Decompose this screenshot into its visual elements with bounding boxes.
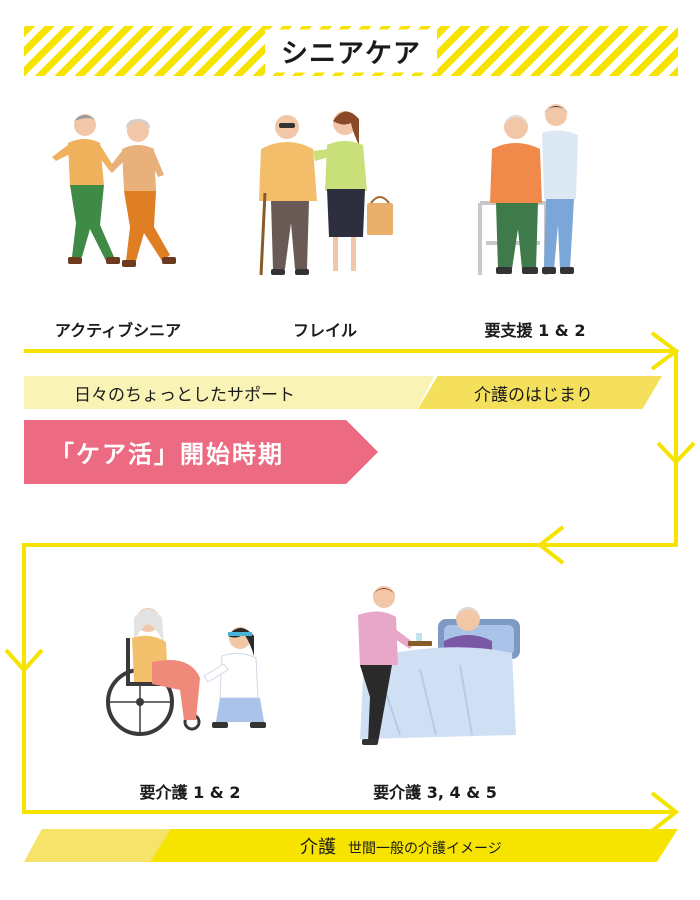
care-activity-label: 「ケア活」開始時期 xyxy=(50,440,284,469)
page-title: シニアケア xyxy=(265,29,437,73)
stage-label-frail: フレイル xyxy=(292,321,357,340)
general-care-band: 介護世間一般の介護イメージ xyxy=(150,829,678,862)
flow-arrow-right-bottom xyxy=(650,791,680,833)
flow-arrow-left xyxy=(536,525,565,565)
stage-label-care-3-4-5: 要介護 3, 4 & 5 xyxy=(373,783,497,802)
daily-support-label: 日々のちょっとしたサポート xyxy=(74,385,295,405)
daily-support-band: 日々のちょっとしたサポート xyxy=(24,376,434,409)
general-care-label: 介護世間一般の介護イメージ xyxy=(300,833,502,859)
general-care-title: 介護 xyxy=(300,836,336,858)
bottom-accent-band xyxy=(24,829,172,862)
stage-label-support: 要支援 1 & 2 xyxy=(484,321,586,340)
care-activity-band: 「ケア活」開始時期 xyxy=(24,420,378,484)
stage-label-care-1-2: 要介護 1 & 2 xyxy=(139,783,241,802)
title-banner: シニアケア xyxy=(24,26,678,76)
stage-label-active-senior: アクティブシニア xyxy=(54,321,182,340)
general-care-subtitle: 世間一般の介護イメージ xyxy=(348,840,502,857)
active-seniors-illustration xyxy=(52,114,176,267)
support-senior-illustration xyxy=(478,104,578,275)
care-start-label: 介護のはじまり xyxy=(474,385,593,405)
frail-senior-illustration xyxy=(259,111,393,276)
care-start-band: 介護のはじまり xyxy=(418,376,662,409)
bedridden-care-illustration xyxy=(358,586,520,745)
wheelchair-care-illustration xyxy=(106,608,266,736)
flow-arrow-down-right xyxy=(656,441,696,465)
flow-arrow-right-top xyxy=(650,331,680,371)
flow-arrow-down-left xyxy=(4,648,44,673)
